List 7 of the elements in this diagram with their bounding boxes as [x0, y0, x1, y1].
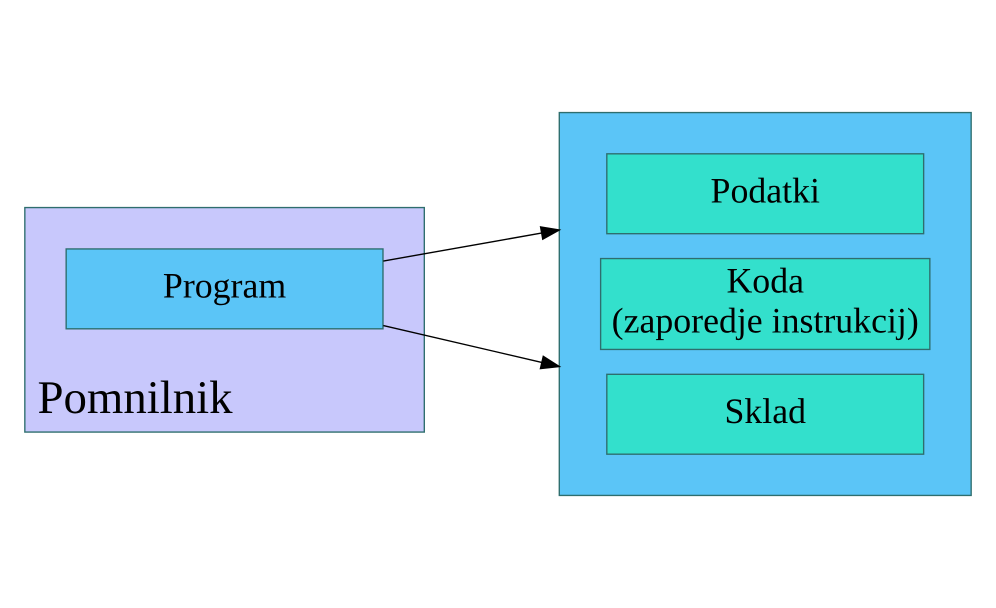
node-box: Podatki [606, 153, 924, 234]
node-box: Sklad [606, 374, 924, 455]
cluster [558, 112, 972, 496]
node-box: Program [65, 248, 384, 330]
node-box: Koda (zaporedje instrukcij) [600, 258, 931, 350]
arrow [383, 324, 562, 370]
arrow [383, 226, 562, 262]
